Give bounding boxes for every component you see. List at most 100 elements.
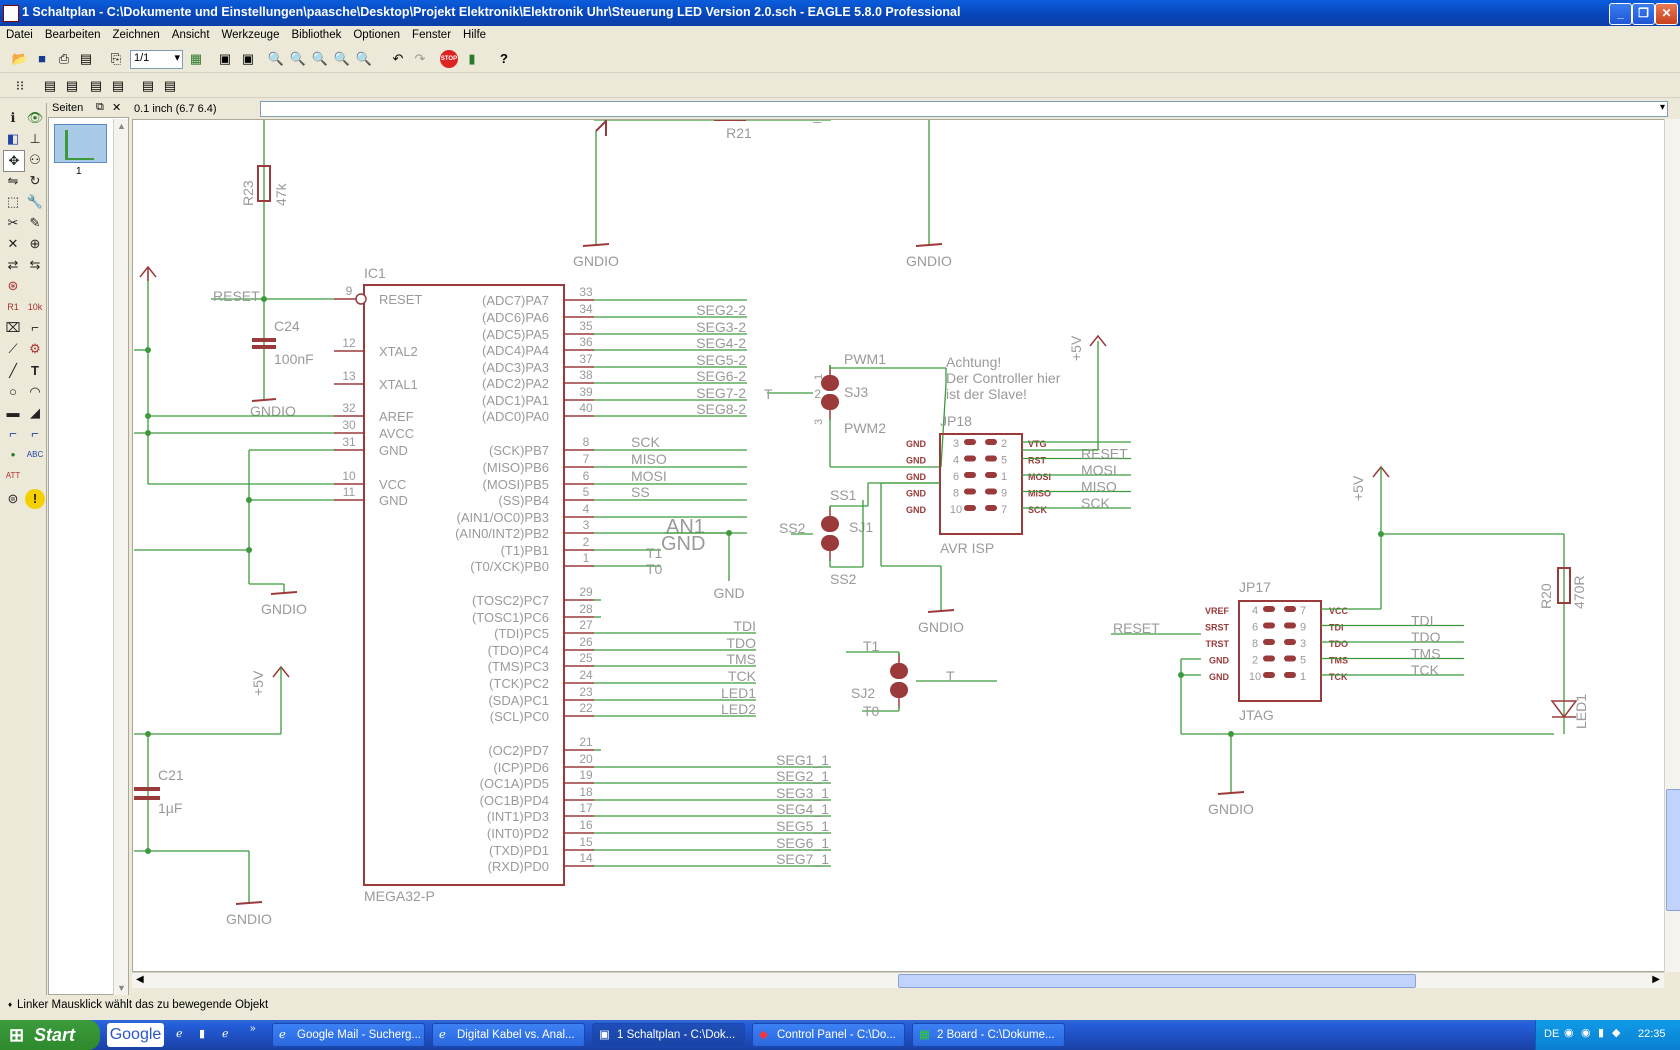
rotate-icon[interactable]: ↻ bbox=[29, 173, 41, 188]
wire-icon[interactable]: ╱ bbox=[9, 363, 17, 378]
layout-1-icon[interactable]: ▤ bbox=[43, 78, 57, 93]
zoom-select-icon[interactable]: 🔍 bbox=[355, 51, 373, 66]
restore-button[interactable]: ❐ bbox=[1632, 3, 1655, 25]
move-icon[interactable]: ✥ bbox=[3, 150, 25, 172]
undo-icon[interactable]: ↶ bbox=[392, 51, 404, 66]
layout-5-icon[interactable]: ▤ bbox=[141, 78, 155, 93]
ie-quicklaunch-icon[interactable]: ℯ bbox=[176, 1028, 183, 1040]
sheet-select[interactable]: 1/1▾ bbox=[130, 50, 183, 69]
board-icon[interactable]: ▦ bbox=[189, 51, 203, 66]
attribute-icon[interactable]: ATT bbox=[5, 471, 21, 480]
scroll-left-icon[interactable]: ◀ bbox=[136, 974, 144, 985]
sheet-icon[interactable]: ⎘ bbox=[110, 51, 122, 66]
rect-icon[interactable]: ▬ bbox=[6, 405, 20, 420]
script-icon[interactable]: ▣ bbox=[218, 51, 232, 66]
paste-icon[interactable]: ✎ bbox=[29, 215, 41, 230]
horizontal-scrollbar[interactable]: ◀ ▶ bbox=[132, 972, 1664, 988]
zoom-out-icon[interactable]: 🔍 bbox=[311, 51, 329, 66]
network-icon[interactable]: ◉ bbox=[1564, 1027, 1574, 1039]
invoke-icon[interactable]: ⚙ bbox=[29, 341, 41, 356]
menu-bibliothek[interactable]: Bibliothek bbox=[291, 29, 342, 41]
smash-icon[interactable]: ⌧ bbox=[5, 320, 21, 335]
undock-icon[interactable]: ⧉ bbox=[96, 101, 104, 113]
layout-3-icon[interactable]: ▤ bbox=[89, 78, 103, 93]
stop-icon[interactable]: STOP bbox=[440, 50, 458, 68]
ie2-quicklaunch-icon[interactable]: ℯ bbox=[222, 1028, 229, 1040]
scroll-right-icon[interactable]: ▶ bbox=[1652, 974, 1660, 985]
tray-app-icon[interactable]: ▮ bbox=[1598, 1027, 1605, 1039]
group-icon[interactable]: ⬚ bbox=[6, 194, 20, 209]
command-line-input[interactable]: ▾ bbox=[260, 101, 1668, 117]
task-schaltplan[interactable]: ▣1 Schaltplan - C:\Dok... bbox=[592, 1023, 745, 1047]
mark-icon[interactable]: ⊥ bbox=[29, 131, 41, 146]
eagle-app-icon[interactable] bbox=[3, 5, 19, 22]
task-board[interactable]: ▦2 Board - C:\Dokume... bbox=[912, 1023, 1065, 1047]
miter-icon[interactable]: ⌐ bbox=[31, 320, 39, 335]
display-icon[interactable]: ◧ bbox=[6, 131, 20, 146]
replace-icon[interactable]: ⊛ bbox=[7, 278, 19, 293]
save-icon[interactable]: ■ bbox=[38, 51, 46, 66]
layout-2-icon[interactable]: ▤ bbox=[65, 78, 79, 93]
erc-icon[interactable]: ⊜ bbox=[7, 491, 19, 506]
info-icon[interactable]: ℹ bbox=[10, 110, 16, 125]
pages-scrollbar[interactable]: ▲ ▼ bbox=[113, 119, 128, 995]
minimize-button[interactable]: _ bbox=[1609, 3, 1632, 25]
menu-datei[interactable]: Datei bbox=[6, 29, 33, 41]
copy-icon[interactable]: ⚇ bbox=[29, 152, 41, 167]
page-thumbnail[interactable] bbox=[54, 124, 107, 163]
bus-icon[interactable]: ⌐ bbox=[9, 426, 17, 441]
start-button[interactable]: ⊞ Start bbox=[0, 1020, 100, 1050]
menu-bearbeiten[interactable]: Bearbeiten bbox=[44, 29, 101, 41]
value-icon[interactable]: 10k bbox=[27, 302, 43, 312]
vertical-scrollbar[interactable] bbox=[1664, 119, 1680, 972]
app-quicklaunch-icon[interactable]: ▮ bbox=[199, 1028, 206, 1040]
circle-icon[interactable]: ○ bbox=[9, 384, 17, 399]
cut-icon[interactable]: ✂ bbox=[7, 215, 19, 230]
scroll-down-icon[interactable]: ▼ bbox=[117, 983, 126, 993]
vertical-scroll-thumb[interactable] bbox=[1666, 789, 1680, 911]
layout-4-icon[interactable]: ▤ bbox=[111, 78, 125, 93]
add-icon[interactable]: ⊕ bbox=[29, 236, 41, 251]
junction-icon[interactable]: • bbox=[10, 447, 16, 462]
layout-6-icon[interactable]: ▤ bbox=[163, 78, 177, 93]
quicklaunch-more-icon[interactable]: » bbox=[250, 1023, 256, 1034]
change-icon[interactable]: 🔧 bbox=[26, 194, 44, 209]
arc-icon[interactable]: ◠ bbox=[29, 384, 41, 399]
panel-close-icon[interactable]: ✕ bbox=[112, 102, 122, 114]
ulp-icon[interactable]: ▣ bbox=[241, 51, 255, 66]
horizontal-scroll-thumb[interactable] bbox=[898, 974, 1416, 988]
redo-icon[interactable]: ↷ bbox=[414, 51, 426, 66]
google-toolbar[interactable]: Google bbox=[107, 1023, 164, 1047]
close-button[interactable]: ✕ bbox=[1655, 3, 1678, 25]
mirror-icon[interactable]: ⇋ bbox=[7, 173, 19, 188]
polygon-icon[interactable]: ◢ bbox=[30, 405, 40, 420]
grid-icon[interactable]: ⁝⁝ bbox=[15, 78, 25, 93]
menu-optionen[interactable]: Optionen bbox=[353, 29, 401, 41]
tray-app2-icon[interactable]: ◆ bbox=[1612, 1027, 1621, 1039]
help-icon[interactable]: ? bbox=[500, 51, 508, 66]
language-indicator[interactable]: DE bbox=[1544, 1028, 1560, 1040]
label-icon[interactable]: ABC bbox=[26, 450, 44, 459]
open-icon[interactable]: 📂 bbox=[11, 51, 29, 66]
menu-werkzeuge[interactable]: Werkzeuge bbox=[221, 29, 280, 41]
zoom-fit-icon[interactable]: 🔍 bbox=[267, 51, 285, 66]
volume-icon[interactable]: ◉ bbox=[1581, 1027, 1591, 1039]
delete-icon[interactable]: ✕ bbox=[7, 236, 19, 251]
redraw-icon[interactable]: 🔍 bbox=[333, 51, 351, 66]
go-icon[interactable]: ▮ bbox=[468, 51, 476, 66]
name-icon[interactable]: R1 bbox=[7, 302, 19, 312]
net-icon[interactable]: ⌐ bbox=[31, 426, 39, 441]
gateswap-icon[interactable]: ⇆ bbox=[29, 257, 41, 272]
split-icon[interactable]: ⟋ bbox=[8, 341, 18, 356]
menu-ansicht[interactable]: Ansicht bbox=[171, 29, 210, 41]
text-icon[interactable]: T bbox=[31, 363, 39, 378]
errors-icon[interactable]: ! bbox=[25, 489, 45, 509]
pinswap-icon[interactable]: ⇄ bbox=[7, 257, 19, 272]
menu-fenster[interactable]: Fenster bbox=[412, 29, 452, 41]
cam-icon[interactable]: ▤ bbox=[79, 51, 93, 66]
show-icon[interactable]: 👁 bbox=[26, 110, 44, 125]
chevron-down-icon[interactable]: ▾ bbox=[1659, 102, 1665, 113]
